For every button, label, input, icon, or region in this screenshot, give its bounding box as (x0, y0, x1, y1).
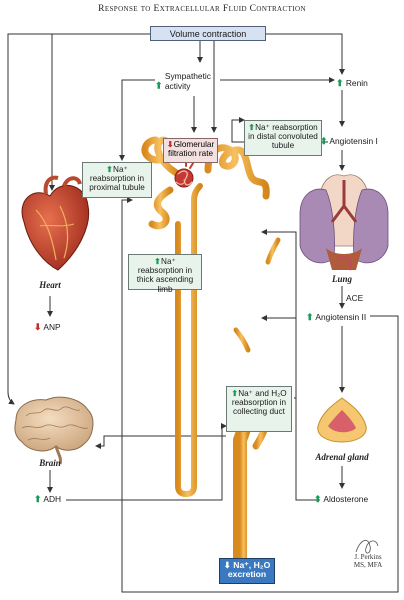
increase-arrow-icon: ⬆ (154, 257, 162, 266)
heart-illustration (21, 175, 90, 271)
gfr-box: ⬇Glomerular filtration rate (163, 138, 218, 163)
signature-mark (355, 539, 379, 554)
angiotensin-1-label: ⬆ Angiotensin I (320, 136, 378, 146)
diagram-title: Response to Extracellular Fluid Contract… (98, 4, 306, 14)
heart-label: Heart (39, 280, 61, 290)
increase-arrow-icon: ⬆ (248, 123, 256, 132)
increase-arrow-icon: ⬆ (34, 494, 42, 504)
angiotensin-2-label: ⬆ Angiotensin II (306, 312, 367, 322)
increase-arrow-icon: ⬆ (155, 80, 163, 91)
decrease-arrow-icon: ⬇ (223, 560, 231, 570)
brain-label: Brain (39, 458, 61, 468)
adh-label: ⬆ ADH (34, 494, 62, 504)
excretion-box: ⬇ Na⁺, H₂O excretion (219, 558, 275, 584)
lung-illustration (299, 174, 389, 271)
adrenal-label: Adrenal gland (315, 452, 369, 462)
brain-illustration (14, 396, 94, 465)
ace-label: ACE (346, 293, 364, 303)
aldosterone-label: ⬆ Aldosterone (314, 494, 369, 504)
volume-contraction-box: Volume contraction (150, 26, 266, 41)
proximal-tubule-box: ⬆Na⁺ reabsorption in proximal tubule (82, 162, 152, 198)
distal-tubule-box: ⬆Na⁺ reabsorption in distal convoluted t… (244, 120, 322, 156)
sympathetic-label: ⬆ Sympathetic activity (155, 71, 221, 91)
signature-name: J. Perkins (354, 553, 382, 561)
increase-arrow-icon: ⬆ (106, 165, 114, 174)
anp-label: ⬇ ANP (34, 322, 61, 332)
increase-arrow-icon: ⬆ (231, 389, 239, 398)
renin-label: ⬆ Renin (336, 78, 368, 88)
increase-arrow-icon: ⬆ (336, 78, 344, 88)
signature-credentials: MS, MFA (353, 560, 383, 569)
sympathetic-text: Sympathetic activity (164, 71, 211, 91)
collecting-duct-box: ⬆Na⁺ and H₂O reabsorption in collecting … (226, 386, 292, 432)
thick-ascending-limb-box: ⬆Na⁺ reabsorption in thick ascending lim… (128, 254, 202, 294)
lung-label: Lung (331, 274, 352, 284)
decrease-arrow-icon: ⬇ (34, 322, 42, 332)
nephron-illustration (141, 136, 281, 567)
increase-arrow-icon: ⬆ (306, 312, 314, 322)
decrease-arrow-icon: ⬇ (166, 140, 174, 149)
signature: J. Perkins MS, MFA (346, 553, 390, 569)
increase-arrow-icon: ⬆ (320, 136, 328, 146)
increase-arrow-icon: ⬆ (314, 494, 322, 504)
adrenal-illustration (317, 397, 367, 443)
